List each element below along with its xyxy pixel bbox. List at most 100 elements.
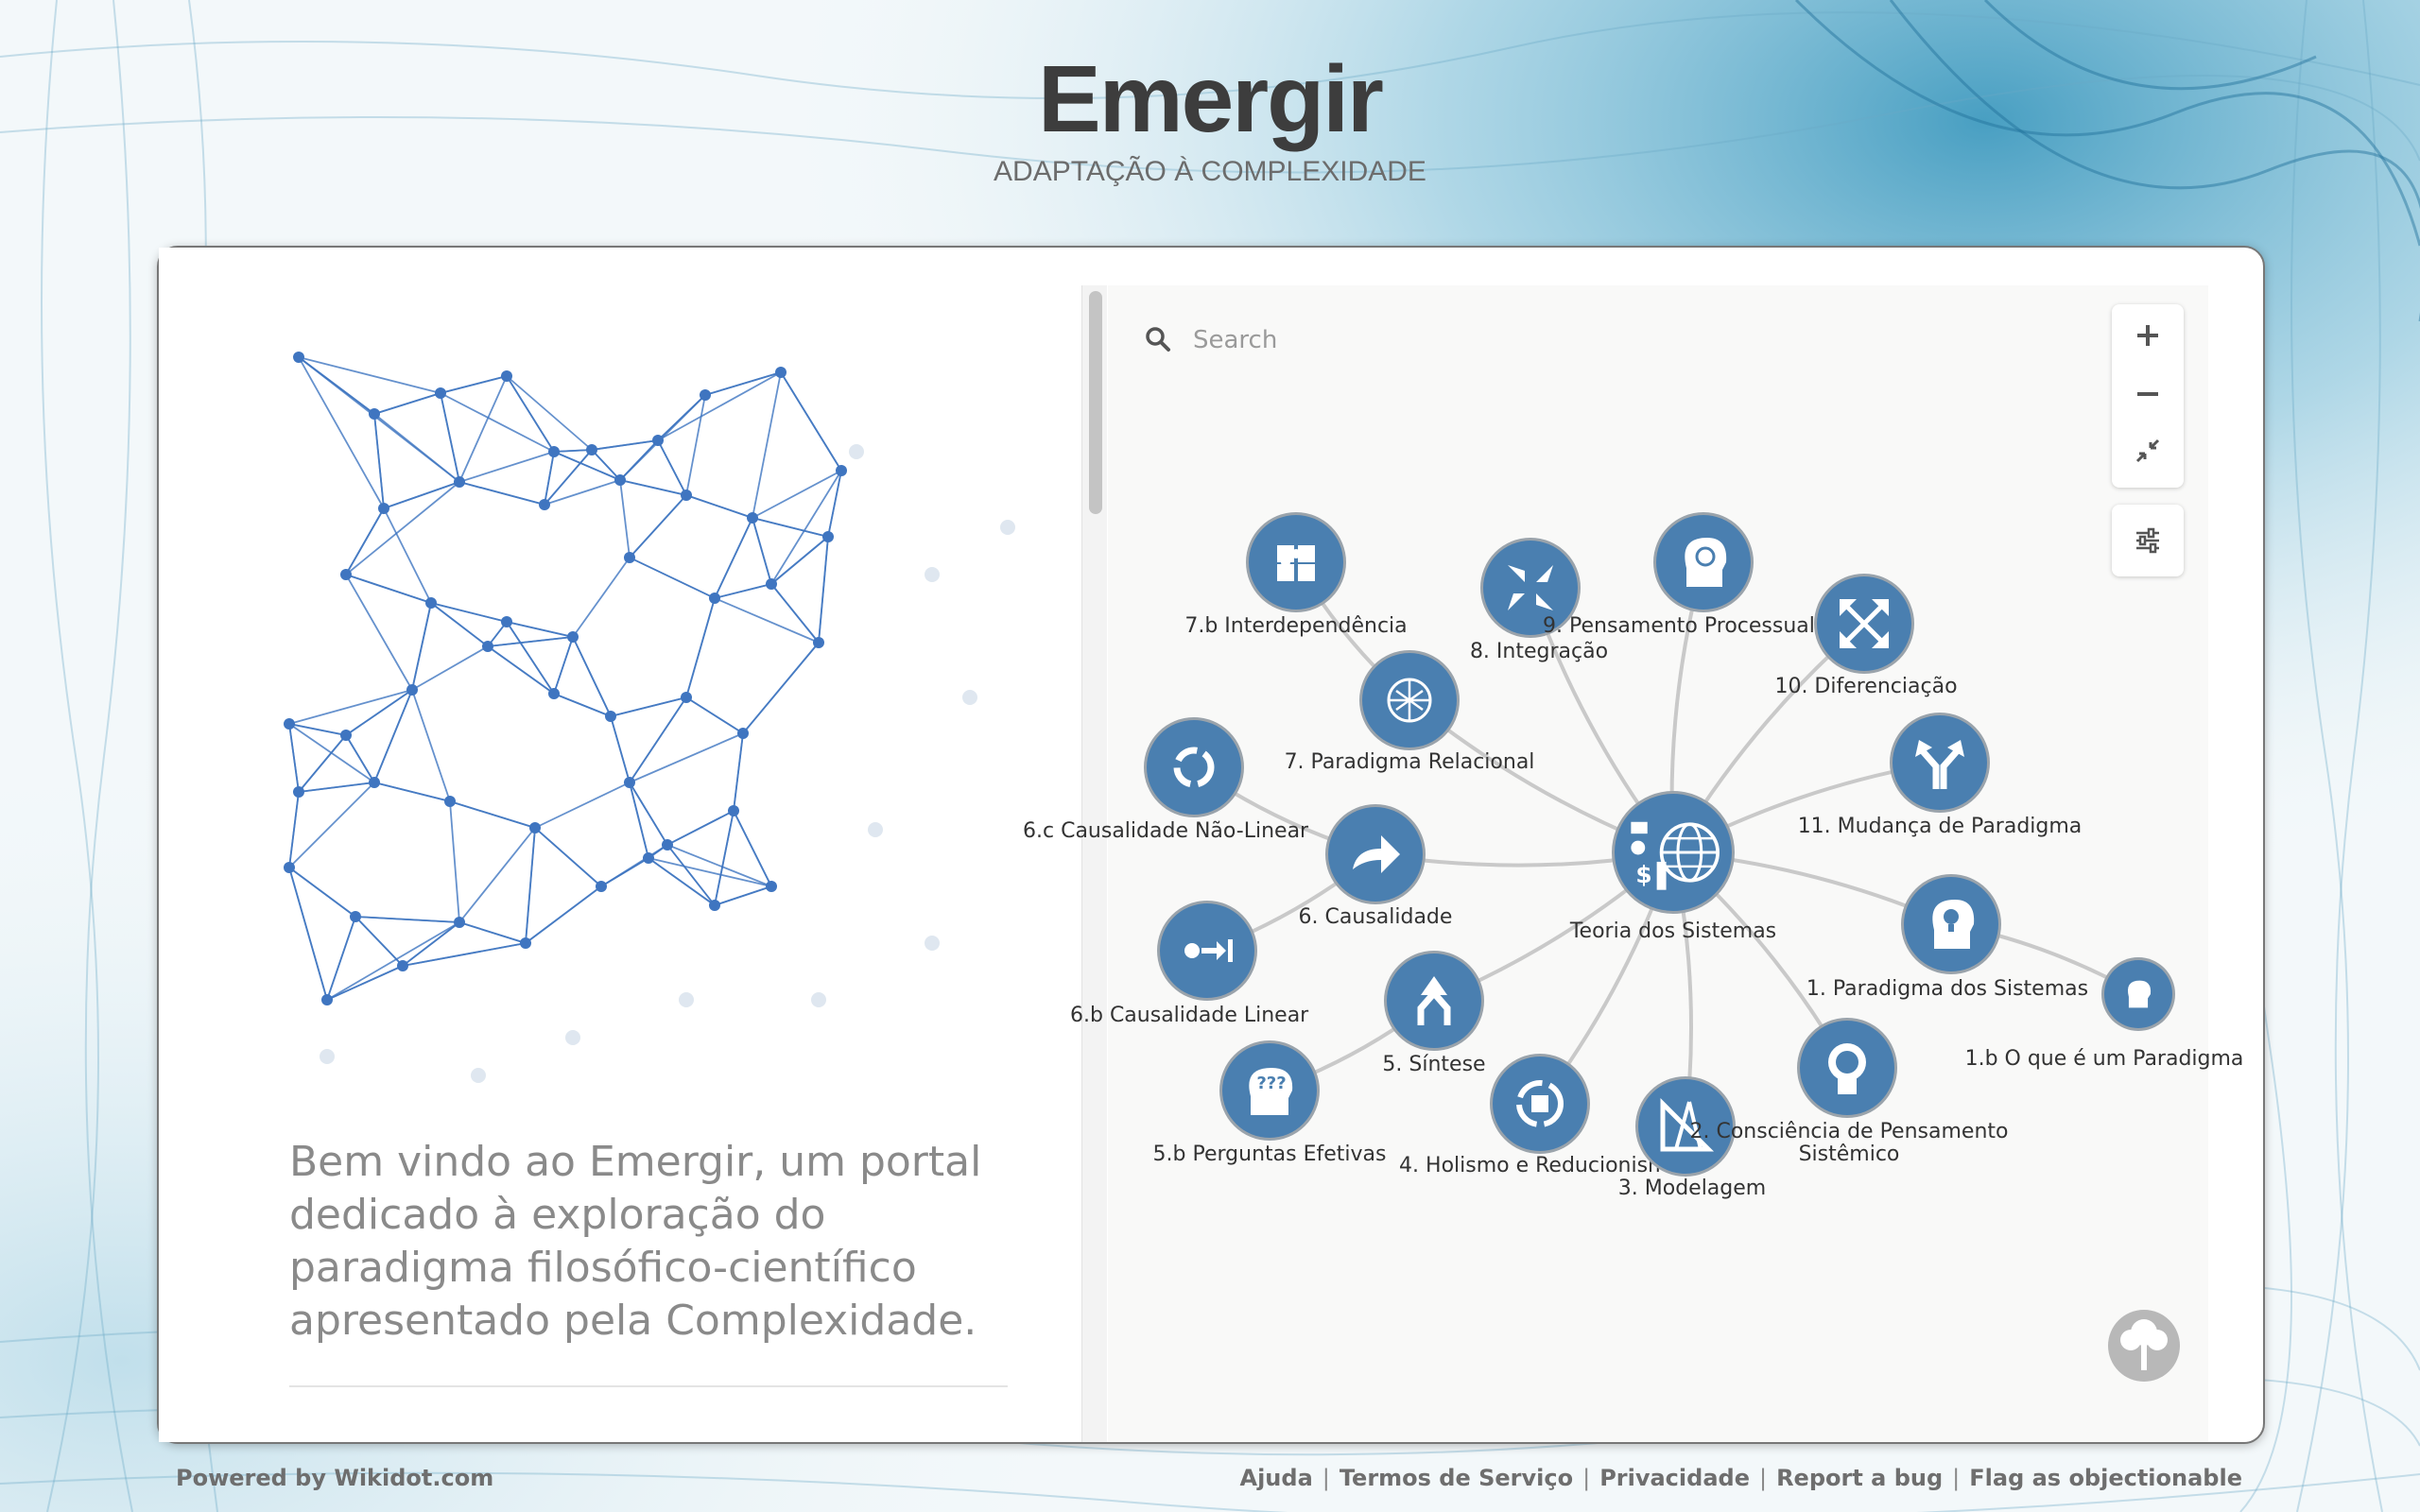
graph-node[interactable]: [1635, 1076, 1736, 1177]
network-edge: [326, 916, 356, 1001]
footer-separator: |: [1952, 1465, 1961, 1491]
node-circle[interactable]: [1483, 541, 1578, 635]
sliders-icon: [2136, 527, 2159, 554]
footer-link-flag[interactable]: Flag as objectionable: [1969, 1465, 2242, 1491]
network-node: [822, 531, 834, 542]
powered-by[interactable]: Powered by Wikidot.com: [176, 1465, 494, 1491]
zoom-controls: [2112, 304, 2184, 488]
network-node: [397, 960, 408, 971]
network-node: [425, 597, 437, 609]
network-edge: [714, 597, 820, 644]
network-edge: [619, 479, 687, 496]
network-node: [836, 465, 847, 476]
node-circle[interactable]: [1249, 515, 1343, 610]
network-node: [406, 684, 418, 696]
graph-node[interactable]: [1890, 713, 1990, 813]
network-node: [293, 352, 304, 363]
network-edge: [402, 921, 460, 967]
graph-node[interactable]: [1359, 650, 1460, 750]
graph-node[interactable]: [1653, 512, 1754, 612]
network-node-faint: [849, 444, 864, 459]
network-edge: [714, 583, 772, 599]
graph-node[interactable]: [1157, 901, 1257, 1001]
graph-node[interactable]: [1246, 512, 1346, 612]
network-edge: [345, 734, 375, 783]
graph-node[interactable]: [2101, 957, 2175, 1031]
fit-view-button[interactable]: [2112, 423, 2184, 478]
network-edge: [733, 810, 772, 887]
network-node: [520, 937, 531, 949]
scrollbar-thumb[interactable]: [1089, 291, 1102, 514]
network-edge: [373, 782, 451, 802]
graph-node[interactable]: [1325, 804, 1426, 904]
network-edge: [458, 827, 536, 923]
graph-node-label[interactable]: 5.b Perguntas Efetivas: [1153, 1143, 1387, 1166]
network-edge: [685, 597, 716, 698]
concept-graph[interactable]: $ Teoria dos Sistemas 7.b Interdependência…: [1023, 285, 2243, 1442]
minus-icon: [2137, 392, 2158, 396]
footer-link-privacy[interactable]: Privacidade: [1599, 1465, 1750, 1491]
graph-node[interactable]: [1797, 1018, 1897, 1118]
graph-node[interactable]: ???: [1219, 1040, 1320, 1141]
search-input[interactable]: [1191, 318, 1649, 363]
graph-node-label[interactable]: 7.b Interdependência: [1184, 614, 1407, 638]
graph-node[interactable]: [1901, 874, 2001, 974]
graph-node-label[interactable]: 3. Modelagem: [1618, 1177, 1766, 1200]
network-edge: [506, 621, 574, 638]
graph-node-label[interactable]: 6.c Causalidade Não-Linear: [1023, 819, 1309, 843]
puzzle-icon: [1277, 545, 1315, 581]
graph-node-label[interactable]: Teoria dos Sistemas: [1569, 919, 1776, 943]
graph-node-label[interactable]: 11. Mudança de Paradigma: [1798, 815, 2083, 838]
graph-node-label[interactable]: 9. Pensamento Processual: [1543, 614, 1815, 638]
graph-node[interactable]: [1384, 951, 1484, 1051]
graph-node-label[interactable]: 6.b Causalidade Linear: [1070, 1004, 1309, 1027]
network-edge: [411, 602, 432, 691]
node-circle[interactable]: [1147, 720, 1241, 815]
footer-link-help[interactable]: Ajuda: [1239, 1465, 1313, 1491]
graph-node[interactable]: [1814, 574, 1914, 674]
node-circle[interactable]: [1387, 954, 1481, 1048]
graph-node[interactable]: [1490, 1054, 1590, 1154]
network-node: [350, 911, 361, 922]
graph-node-label[interactable]: 1. Paradigma dos Sistemas: [1806, 977, 2088, 1001]
footer-link-report-bug[interactable]: Report a bug: [1776, 1465, 1944, 1491]
network-edge: [487, 636, 574, 647]
network-edge: [752, 371, 782, 519]
zoom-out-button[interactable]: [2112, 367, 2184, 421]
tree-logo-icon[interactable]: [2106, 1308, 2182, 1383]
network-node: [501, 370, 512, 382]
questions-head-icon: ???: [1249, 1068, 1293, 1115]
plus-icon: [2137, 325, 2158, 346]
network-node: [284, 862, 295, 873]
graph-node[interactable]: $: [1612, 791, 1735, 914]
graph-node-label[interactable]: 4. Holismo e Reducionismo: [1399, 1154, 1681, 1177]
node-circle[interactable]: [1893, 715, 1987, 810]
network-node-faint: [565, 1030, 580, 1045]
network-edge: [685, 696, 744, 734]
graph-node[interactable]: [1144, 717, 1244, 817]
graph-pane[interactable]: $ Teoria dos Sistemas 7.b Interdependência…: [1023, 285, 2243, 1442]
filter-settings-button[interactable]: [2112, 505, 2184, 576]
network-edge: [449, 800, 460, 923]
network-edge: [666, 810, 735, 846]
tree-head-icon: [1828, 1043, 1866, 1094]
graph-node-label[interactable]: 8. Integração: [1470, 640, 1608, 663]
graph-node-label[interactable]: 7. Paradigma Relacional: [1285, 750, 1535, 774]
footer-links: Ajuda | Termos de Serviço | Privacidade …: [1240, 1465, 2243, 1491]
footer-link-terms[interactable]: Termos de Serviço: [1339, 1465, 1574, 1491]
graph-node-label[interactable]: 5. Síntese: [1382, 1053, 1485, 1076]
graph-node-label[interactable]: 1.b O que é um Paradigma: [1965, 1047, 2244, 1071]
network-edge: [506, 375, 555, 453]
graph-node-label[interactable]: 6. Causalidade: [1299, 905, 1453, 929]
graph-node-label[interactable]: 10. Diferenciação: [1774, 675, 1957, 698]
network-edge: [298, 356, 375, 415]
network-edge: [506, 375, 593, 451]
footer-separator: |: [1758, 1465, 1768, 1491]
fork-arrow-icon: [1915, 740, 1964, 789]
network-edge: [553, 636, 574, 695]
network-node: [596, 881, 607, 892]
zoom-in-button[interactable]: [2112, 308, 2184, 363]
site-title[interactable]: Emergir: [1038, 46, 1384, 152]
graph-node[interactable]: [1480, 538, 1581, 638]
